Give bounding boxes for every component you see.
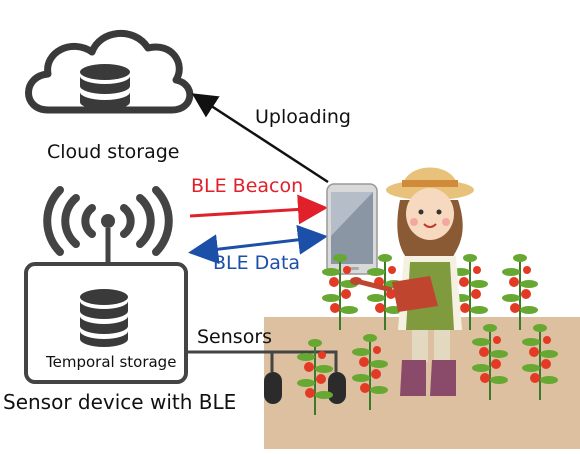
cloud-database-icon (80, 64, 130, 110)
ble-data-arrow (188, 224, 328, 265)
uploading-label: Uploading (255, 106, 351, 128)
uploading-arrow (191, 93, 329, 184)
cloud-storage-label: Cloud storage (47, 141, 180, 163)
watering-can-icon (350, 276, 438, 312)
temporal-storage-label: Temporal storage (46, 353, 177, 371)
sensor-device-label: Sensor device with BLE (3, 390, 237, 414)
sensors-label: Sensors (197, 326, 273, 348)
farmer-illustration (386, 167, 474, 396)
smartphone-icon (326, 183, 378, 275)
wireless-signal-icon (43, 186, 173, 256)
ble-beacon-label: BLE Beacon (191, 175, 304, 197)
sensor-device-box (24, 262, 188, 384)
ble-data-label: BLE Data (213, 252, 301, 274)
device-database-icon (80, 289, 128, 347)
ble-beacon-arrow (189, 194, 328, 225)
